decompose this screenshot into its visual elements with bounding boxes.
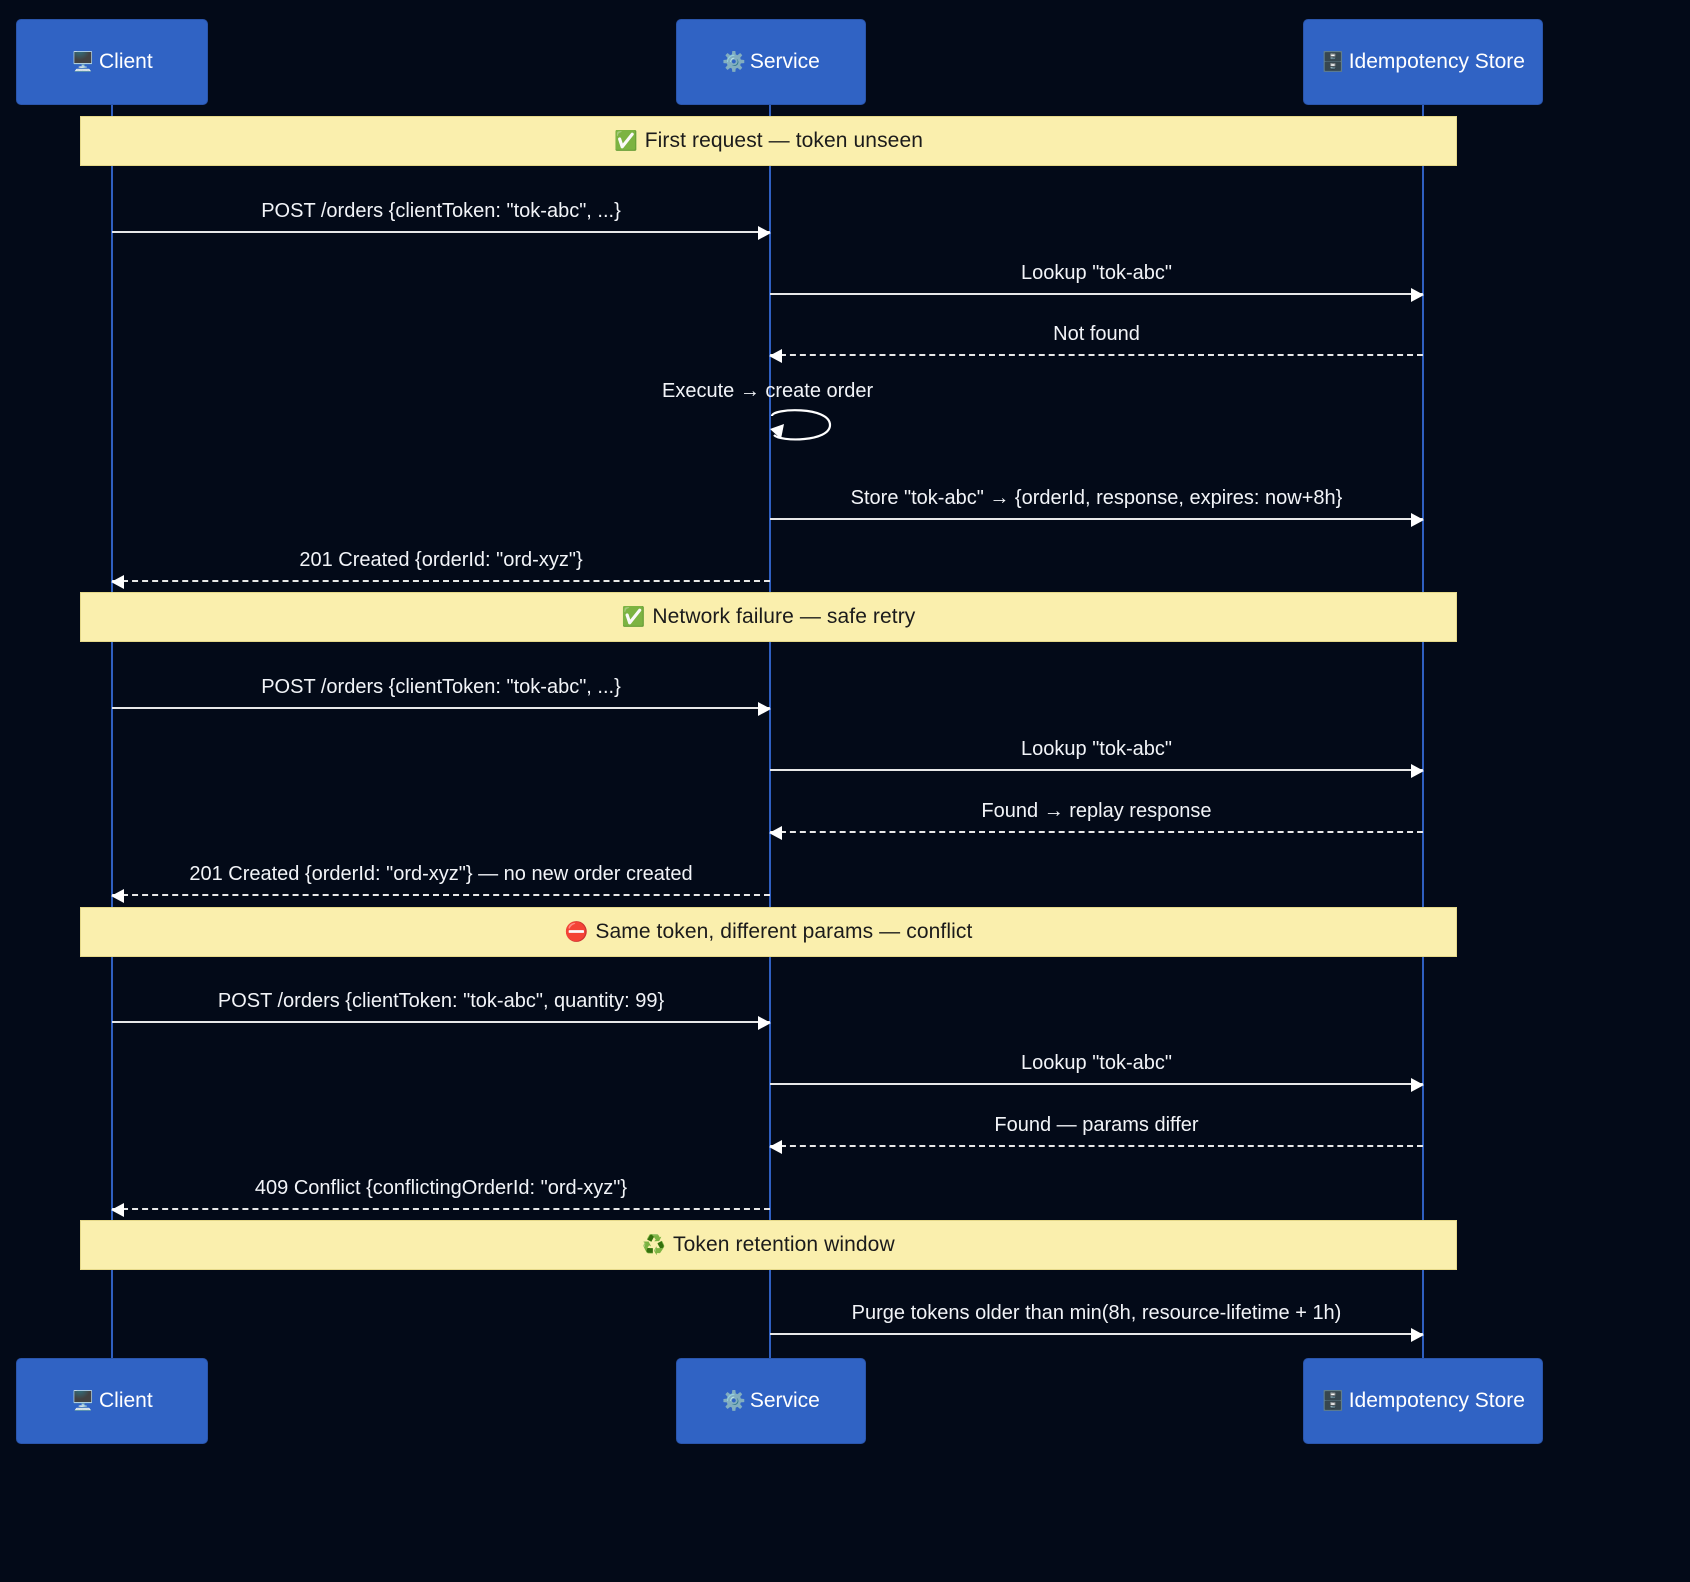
arrow-head-left-icon: [111, 889, 124, 903]
message-lookup-2-label: Lookup "tok-abc": [1021, 738, 1172, 760]
message-arrow-line: [769, 349, 1423, 363]
file-cabinet-icon: 🗄️: [1321, 51, 1345, 73]
check-mark-button-icon: ✅: [613, 130, 638, 152]
arrow-head-left-icon: [769, 826, 782, 840]
message-execute-create-order: Execute → create order: [662, 380, 970, 455]
arrow-head-right-icon: [758, 1016, 771, 1030]
lifeline-store: [1422, 104, 1424, 1359]
actor-client-bottom-label: Client: [98, 1389, 153, 1412]
note-conflict: ⛔ Same token, different params — conflic…: [80, 907, 1457, 957]
message-arrow-line: [770, 1328, 1424, 1342]
actor-client-top[interactable]: 🖥️ Client: [16, 19, 208, 105]
message-post-orders-1-label: POST /orders {clientToken: "tok-abc", ..…: [261, 200, 621, 222]
note-token-retention-label: Token retention window: [673, 1233, 895, 1256]
message-lookup-3-label: Lookup "tok-abc": [1021, 1052, 1172, 1074]
message-execute-create-order-label: Execute → create order: [662, 380, 874, 402]
message-arrow-line: [111, 575, 770, 589]
message-post-orders-2-label: POST /orders {clientToken: "tok-abc", ..…: [261, 676, 621, 698]
recycling-symbol-icon: ♻️: [642, 1234, 667, 1256]
arrow-head-right-icon: [1411, 1078, 1424, 1092]
arrow-head-right-icon: [1411, 764, 1424, 778]
message-lookup-1-label: Lookup "tok-abc": [1021, 262, 1172, 284]
note-conflict-label: Same token, different params — conflict: [595, 920, 973, 943]
message-arrow-line: [770, 1078, 1424, 1092]
message-found-params-differ-label: Found — params differ: [994, 1114, 1199, 1136]
actor-service-top[interactable]: ⚙️ Service: [676, 19, 866, 105]
message-arrow-line: [770, 288, 1424, 302]
message-found-replay-label: Found → replay response: [981, 800, 1212, 822]
arrow-head-right-icon: [758, 702, 771, 716]
actor-store-top[interactable]: 🗄️ Idempotency Store: [1303, 19, 1543, 105]
note-network-failure: ✅ Network failure — safe retry: [80, 592, 1457, 642]
arrow-head-right-icon: [758, 226, 771, 240]
message-arrow-line: [112, 1016, 771, 1030]
desktop-computer-icon: 🖥️: [71, 51, 95, 73]
arrow-head-right-icon: [1411, 1328, 1424, 1342]
message-purge-tokens-label: Purge tokens older than min(8h, resource…: [851, 1302, 1342, 1324]
desktop-computer-icon: 🖥️: [71, 1390, 95, 1412]
gear-icon: ⚙️: [722, 51, 746, 73]
note-first-request-label: First request — token unseen: [644, 129, 924, 152]
message-store-token-label: Store "tok-abc" → {orderId, response, ex…: [850, 487, 1343, 509]
message-post-orders-3-label: POST /orders {clientToken: "tok-abc", qu…: [217, 990, 665, 1012]
actor-client-bottom[interactable]: 🖥️ Client: [16, 1358, 208, 1444]
actor-store-top-label: Idempotency Store: [1348, 50, 1525, 73]
message-arrow-line: [111, 1203, 770, 1217]
lifeline-service: [769, 104, 771, 1359]
arrow-head-left-icon: [769, 349, 782, 363]
message-arrow-line: [770, 764, 1424, 778]
check-mark-button-icon: ✅: [621, 606, 646, 628]
message-201-created-1-label: 201 Created {orderId: "ord-xyz"}: [299, 549, 583, 571]
actor-store-bottom-label: Idempotency Store: [1348, 1389, 1525, 1412]
no-entry-icon: ⛔: [564, 921, 589, 943]
arrow-head-right-icon: [1411, 513, 1424, 527]
self-loop-arc-icon: [770, 409, 832, 441]
message-arrow-line: [112, 226, 771, 240]
arrow-head-left-icon: [769, 1140, 782, 1154]
actor-service-bottom[interactable]: ⚙️ Service: [676, 1358, 866, 1444]
message-arrow-line: [769, 826, 1423, 840]
message-arrow-line: [770, 513, 1424, 527]
actor-service-top-label: Service: [749, 50, 820, 73]
actor-service-bottom-label: Service: [749, 1389, 820, 1412]
message-arrow-line: [111, 889, 770, 903]
message-arrow-line: [112, 702, 771, 716]
lifeline-client: [111, 104, 113, 1359]
message-409-conflict-label: 409 Conflict {conflictingOrderId: "ord-x…: [254, 1177, 628, 1199]
message-arrow-line: [769, 1140, 1423, 1154]
note-network-failure-label: Network failure — safe retry: [652, 605, 916, 628]
arrow-head-left-icon: [111, 575, 124, 589]
gear-icon: ⚙️: [722, 1390, 746, 1412]
note-first-request: ✅ First request — token unseen: [80, 116, 1457, 166]
arrow-head-right-icon: [1411, 288, 1424, 302]
message-not-found-label: Not found: [1053, 323, 1140, 345]
note-token-retention: ♻️ Token retention window: [80, 1220, 1457, 1270]
actor-store-bottom[interactable]: 🗄️ Idempotency Store: [1303, 1358, 1543, 1444]
file-cabinet-icon: 🗄️: [1321, 1390, 1345, 1412]
arrow-head-left-icon: [111, 1203, 124, 1217]
message-201-created-2-label: 201 Created {orderId: "ord-xyz"} — no ne…: [189, 863, 693, 885]
actor-client-top-label: Client: [98, 50, 153, 73]
